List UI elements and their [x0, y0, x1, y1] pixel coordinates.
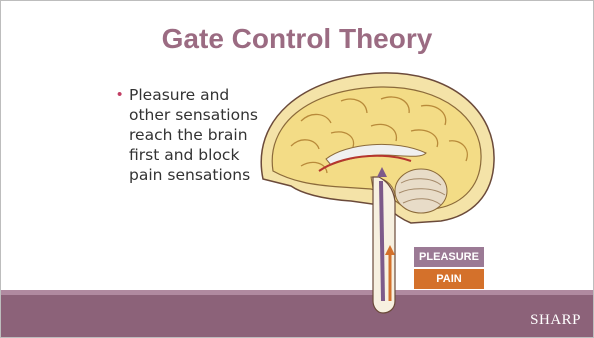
legend-pleasure: PLEASURE	[414, 247, 484, 267]
pleasure-pathway	[381, 181, 383, 301]
legend-pain: PAIN	[414, 269, 484, 289]
cerebellum	[395, 169, 447, 213]
